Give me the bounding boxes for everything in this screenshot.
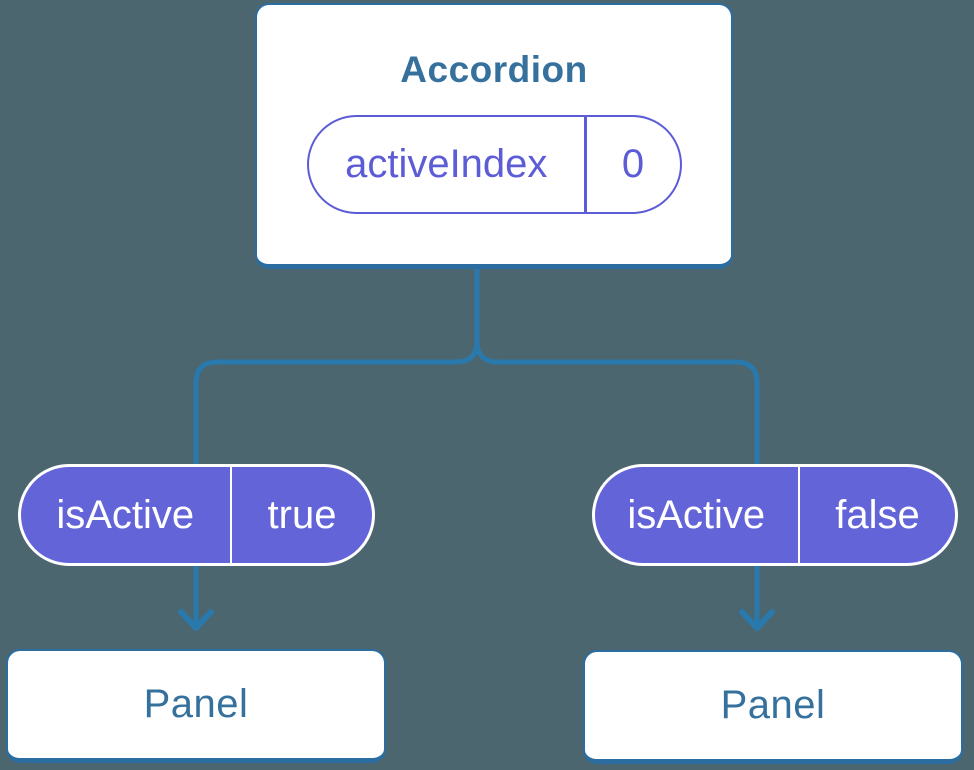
panel-node-right-title: Panel (720, 683, 826, 727)
accordion-node-title: Accordion (400, 49, 588, 90)
prop-value-right: false (835, 492, 920, 537)
panel-node-right: Panel (583, 650, 963, 764)
prop-pill-right: isActive false (592, 464, 958, 566)
arrow-down-right-icon (739, 609, 775, 631)
prop-name-left: isActive (56, 492, 195, 537)
connector-right-branch (474, 262, 760, 626)
accordion-node: Accordion activeIndex 0 (255, 3, 733, 269)
prop-name-right: isActive (627, 492, 766, 537)
connector-left-branch (193, 262, 480, 626)
panel-node-left-title: Panel (143, 682, 249, 726)
state-name: activeIndex (345, 142, 548, 186)
state-pill: activeIndex 0 (306, 115, 682, 214)
state-value: 0 (621, 142, 645, 186)
panel-node-left: Panel (6, 649, 386, 763)
arrow-down-left-icon (178, 609, 214, 631)
prop-pill-left-divider (229, 467, 232, 563)
prop-value-left: true (267, 492, 337, 537)
prop-pill-left: isActive true (18, 464, 375, 566)
prop-pill-right-divider (797, 467, 800, 563)
state-pill-divider (584, 117, 587, 212)
